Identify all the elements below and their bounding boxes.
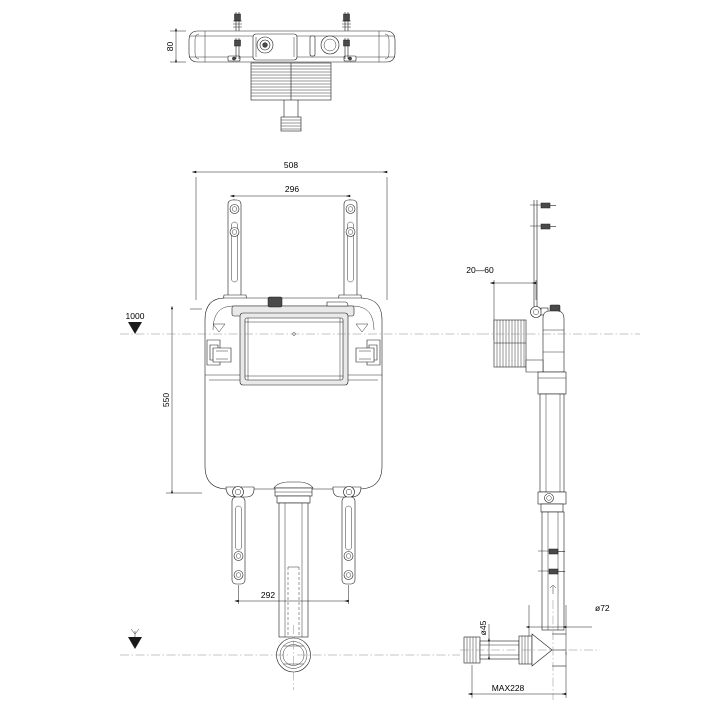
datum-floor-level-label: 1000 (126, 311, 145, 321)
corrugated-connector-plan (250, 62, 332, 101)
dimension-bracket-spacing-label: 296 (285, 184, 299, 194)
dimension-wall-gap-label: 20—60 (466, 265, 494, 275)
leg-bolt-lower (538, 568, 565, 575)
level-marker-right-icon (355, 323, 369, 333)
dimension-top-height-label: 80 (165, 42, 175, 52)
side-threaded-rod (530, 200, 556, 310)
dimension-top-height: 80 (165, 27, 186, 63)
dimension-overall-height-label: 550 (161, 393, 171, 407)
dimension-max-projection-label: MAX228 (492, 683, 525, 693)
dimension-pipe-diameter-label: ø45 (478, 620, 488, 635)
leg-bolt-upper (538, 548, 565, 555)
level-marker-left-icon (212, 323, 226, 333)
outlet-stub-plan (280, 116, 302, 132)
leg-right (332, 486, 362, 585)
inspection-opening (239, 312, 349, 386)
side-transition-block (537, 371, 567, 395)
dimension-max-projection: MAX228 (467, 652, 567, 698)
dimension-foot-spacing: 292 (234, 585, 349, 604)
side-lug-right (355, 339, 381, 366)
dimension-pipe-diameter: ø45 (478, 620, 491, 660)
side-tank-column (539, 393, 565, 493)
dimension-outlet-diameter-label: ø72 (595, 603, 610, 613)
front-view: 508 296 (126, 160, 388, 673)
valve-boss-side (530, 306, 542, 318)
outlet-detail-view: ø45 MAX228 (463, 620, 567, 698)
fill-valve-plan (320, 35, 340, 55)
outlet-column-front (273, 481, 314, 638)
dimension-overall-width: 508 (191, 160, 388, 300)
top-view: 80 (165, 12, 396, 132)
leg-left (225, 486, 255, 585)
button-boss (267, 296, 283, 308)
centrelines (120, 333, 640, 700)
side-view: 20—60 (466, 200, 610, 655)
side-leg-lower (538, 511, 565, 631)
side-lug-left (206, 339, 232, 366)
bracket-left (227, 199, 242, 301)
corrugated-connector-side (493, 319, 527, 368)
bracket-right (343, 199, 358, 301)
dimension-bracket-spacing: 296 (229, 184, 351, 215)
dimension-overall-width-label: 508 (284, 160, 298, 170)
cistern-body-side (542, 310, 565, 373)
datum-base-level (128, 628, 142, 649)
rod-bolt-upper (530, 202, 556, 209)
side-leg-connector (537, 491, 567, 513)
dimension-foot-spacing-label: 292 (261, 590, 275, 600)
dimension-overall-height: 550 (161, 305, 202, 494)
rod-bolt-lower (530, 223, 556, 230)
top-view-front-rods (234, 38, 350, 59)
datum-floor-level: 1000 (126, 311, 145, 334)
